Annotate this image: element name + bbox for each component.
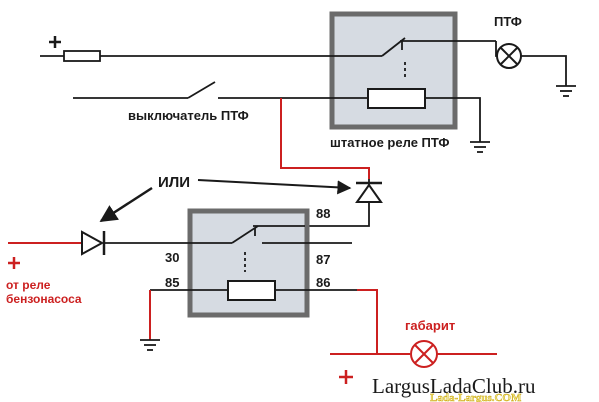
stock-relay-switch-icon <box>381 37 455 80</box>
gabarit-lamp-icon <box>410 340 438 368</box>
plus-sign-left <box>8 257 20 269</box>
label-from-relay-line2: бензонасоса <box>6 292 82 306</box>
ptf-lamp-icon <box>496 43 522 69</box>
label-ili: ИЛИ <box>158 174 190 191</box>
wire-diode-to-pin88 <box>305 202 370 227</box>
label-stock-relay: штатное реле ПТФ <box>330 135 449 150</box>
label-ptf: ПТФ <box>494 14 522 29</box>
plus-sign-bottom <box>339 370 353 384</box>
label-pin-30: 30 <box>165 250 179 265</box>
wire-coil-to-ground <box>425 97 481 142</box>
stock-relay-box <box>329 11 458 130</box>
red-wire-switch-to-diode <box>280 98 370 179</box>
label-from-relay-line1: от реле <box>6 278 51 292</box>
diode-icon-left <box>81 230 106 256</box>
added-relay-switch-icon <box>231 225 305 272</box>
stock-relay-coil-icon <box>367 88 426 109</box>
wire-ptf-lamp-links <box>495 41 497 57</box>
ground-icon-top-right <box>556 85 576 97</box>
arrow-icon-right <box>197 179 352 195</box>
fuse-icon <box>63 50 101 62</box>
ground-icon-bottom <box>140 339 160 351</box>
added-relay-box <box>187 208 310 318</box>
red-wire-pin86-gabarit <box>357 289 410 355</box>
label-pin-88: 88 <box>316 206 330 221</box>
label-pin-85: 85 <box>165 275 179 290</box>
label-pin-87: 87 <box>316 252 330 267</box>
watermark-text: LargusLadaClub.ru <box>372 374 536 398</box>
plus-sign-top <box>49 36 61 48</box>
wire-ptf-lamp-ground <box>521 55 567 86</box>
ptf-switch-icon <box>187 81 216 99</box>
label-pin-86: 86 <box>316 275 330 290</box>
added-relay-coil-icon <box>227 280 276 301</box>
watermark-small-text: Lada-Largus.COM <box>430 392 522 402</box>
label-gabarit: габарит <box>405 318 455 333</box>
diode-icon-right <box>355 179 383 203</box>
arrow-icon-left <box>99 186 153 223</box>
ground-icon-top-relay <box>470 141 490 153</box>
label-switch: выключатель ПТФ <box>128 108 249 123</box>
